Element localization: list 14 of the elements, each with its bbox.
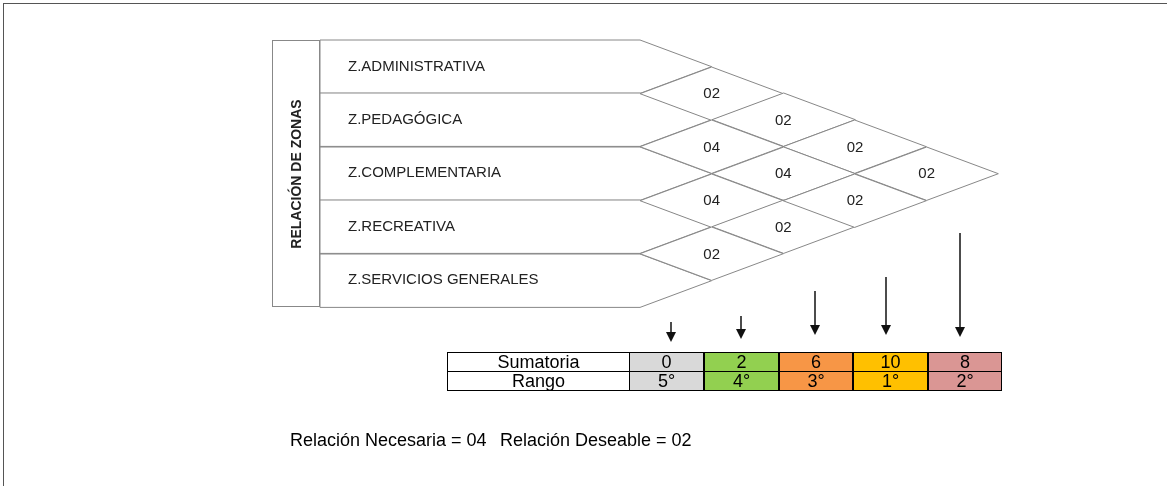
- table-cell: 6: [779, 352, 853, 372]
- table-cell: 3°: [779, 371, 853, 391]
- row-header-cell: Sumatoria: [447, 352, 630, 372]
- table-cell: 8: [928, 352, 1002, 372]
- table-cell: 2: [704, 352, 779, 372]
- table-cell: 5°: [629, 371, 704, 391]
- table-cell: 10: [853, 352, 928, 372]
- legend-note: Relación Deseable = 02: [500, 430, 692, 451]
- row-header-cell: Rango: [447, 371, 630, 391]
- table-cell: 4°: [704, 371, 779, 391]
- table-cell: 0: [629, 352, 704, 372]
- table-cell: 2°: [928, 371, 1002, 391]
- legend-note: Relación Necesaria = 04: [290, 430, 487, 451]
- table-cell: 1°: [853, 371, 928, 391]
